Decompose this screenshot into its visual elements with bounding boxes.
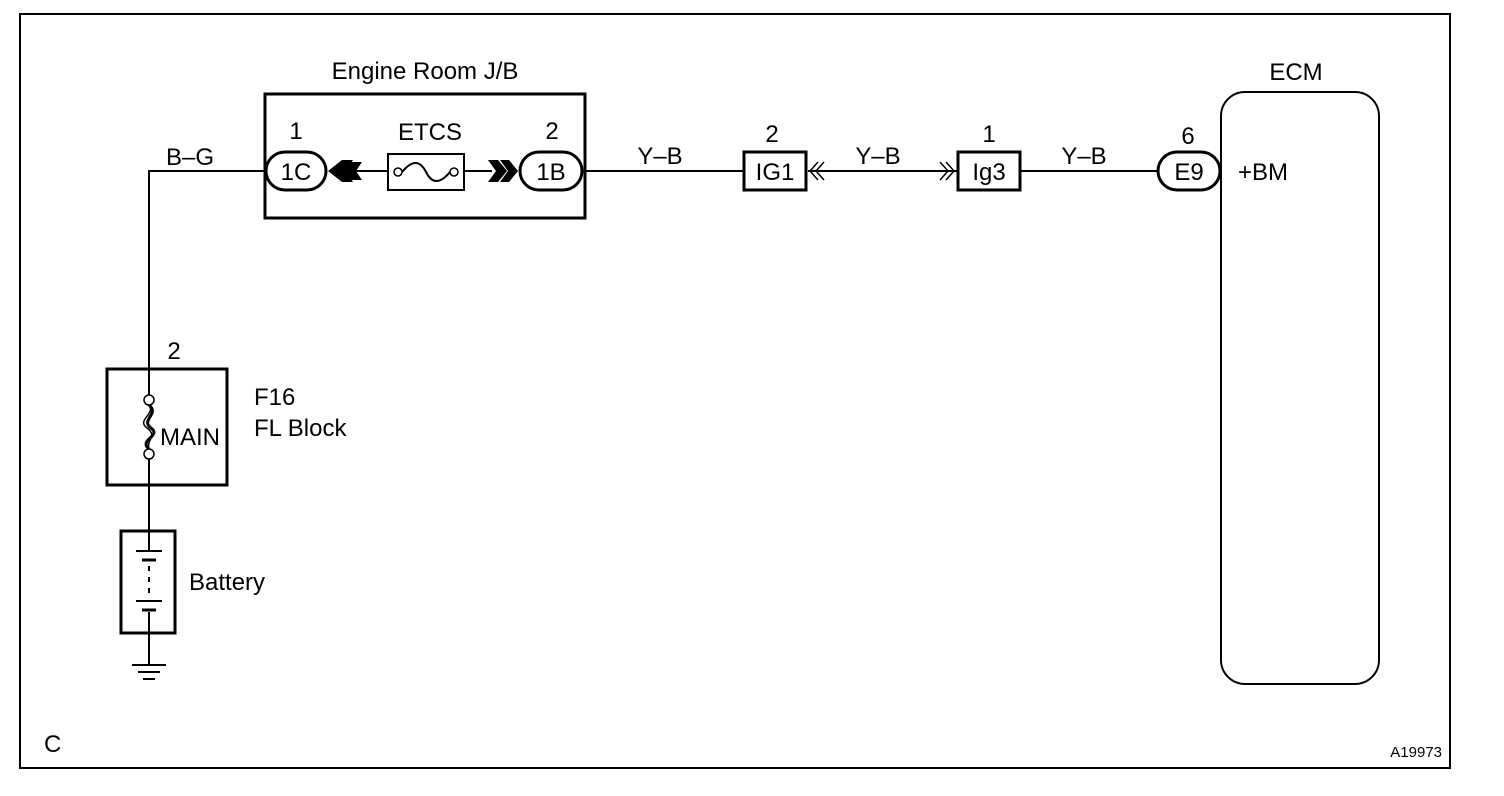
open-chevron-right-icon xyxy=(939,161,956,181)
fl-block-pin-number: 2 xyxy=(167,338,180,365)
wire-label-b-g: B–G xyxy=(166,144,214,171)
fl-block-box xyxy=(105,367,229,487)
ig1-label: IG1 xyxy=(756,159,795,186)
ecm-terminal-bm: +BM xyxy=(1238,159,1288,186)
fl-block-fuse-label: MAIN xyxy=(160,424,220,451)
fusible-link-icon xyxy=(142,394,156,460)
ig1-pin-number: 2 xyxy=(765,121,778,148)
engine-room-jb-title: Engine Room J/B xyxy=(332,58,519,85)
wire-label-yb-2: Y–B xyxy=(855,143,900,170)
corner-label: C xyxy=(44,731,61,758)
ig1-connector xyxy=(742,150,808,192)
connector-arrow-right-icon-2 xyxy=(500,160,518,182)
fuse-icon xyxy=(393,162,459,182)
battery-label: Battery xyxy=(189,569,265,596)
ig3-pin-number: 1 xyxy=(982,121,995,148)
ecm-connector-pin-number: 6 xyxy=(1181,123,1194,150)
connector-arrow-left-icon-2 xyxy=(340,162,362,180)
fl-block-code: F16 xyxy=(254,384,295,411)
etcs-fuse-label: ETCS xyxy=(398,119,462,146)
ecm-box xyxy=(1220,91,1380,685)
connector-e9-label: E9 xyxy=(1174,159,1203,186)
fl-block-name: FL Block xyxy=(254,415,347,442)
connector-1c-label: 1C xyxy=(281,159,312,186)
ground-icon xyxy=(132,664,166,680)
wire-b-g xyxy=(148,170,266,370)
figure-code: A19973 xyxy=(1390,744,1442,761)
connector-e9 xyxy=(1156,150,1222,192)
wire-label-yb-1: Y–B xyxy=(637,143,682,170)
battery-icon xyxy=(136,531,162,633)
connector-arrow-right-icon xyxy=(488,160,507,182)
ig3-label: Ig3 xyxy=(972,159,1005,186)
wire-label-yb-3: Y–B xyxy=(1061,143,1106,170)
open-chevron-left-icon xyxy=(808,161,825,181)
diagram-frame xyxy=(19,13,1451,769)
connector-1b-label: 1B xyxy=(536,159,565,186)
ecm-title: ECM xyxy=(1269,59,1322,86)
connector-1b xyxy=(518,150,584,192)
jb-right-pin-number: 2 xyxy=(545,118,558,145)
jb-left-pin-number: 1 xyxy=(289,118,302,145)
